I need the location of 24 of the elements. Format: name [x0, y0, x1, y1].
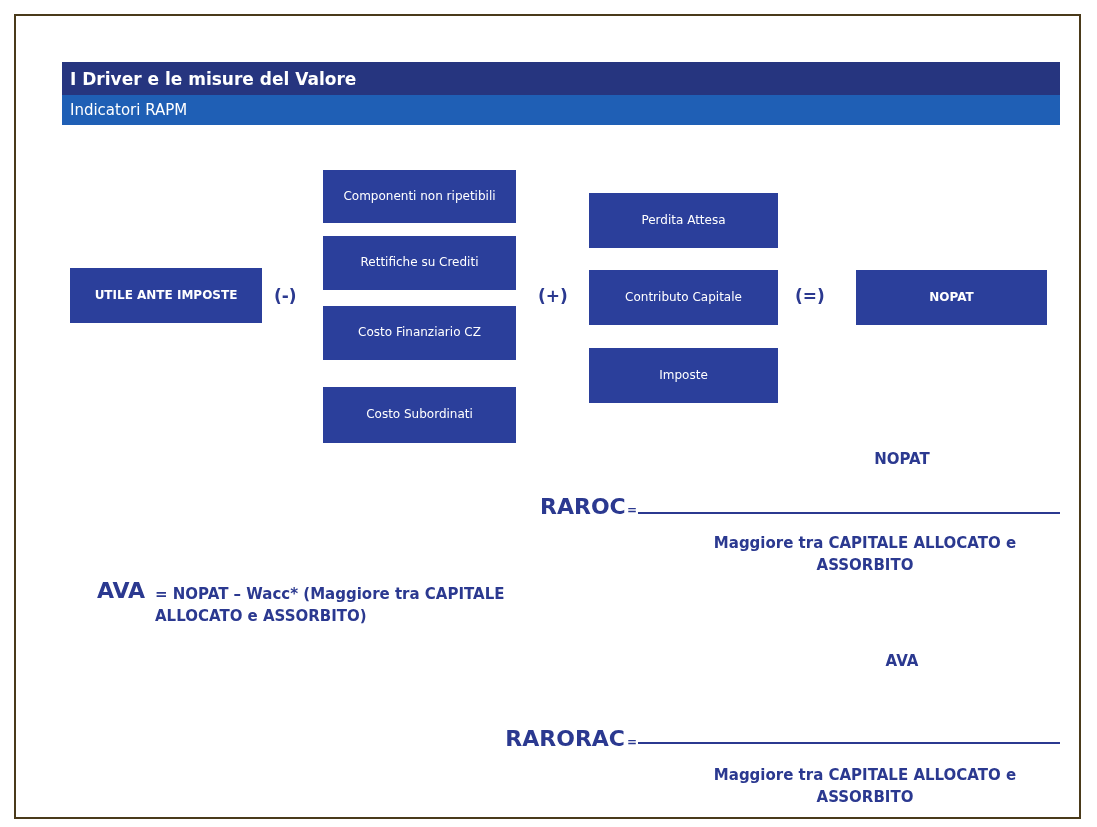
formula-name: RARORAC: [504, 726, 625, 751]
equals-text: =: [627, 503, 638, 517]
value-box: NOPAT: [856, 270, 1047, 325]
equals-sign: (=): [795, 286, 825, 306]
value-box: Contributo Capitale: [589, 270, 778, 325]
formula-name: RAROC: [540, 494, 625, 519]
minus-sign: (-): [274, 286, 297, 306]
value-box: Imposte: [589, 348, 778, 403]
denominator-text: Maggiore tra CAPITALE ALLOCATO e ASSORBITO: [712, 533, 1018, 576]
denominator-text: Maggiore tra CAPITALE ALLOCATO e ASSORBITO: [712, 765, 1018, 808]
formula-name: AVA: [97, 578, 146, 603]
plus-sign: (+): [538, 286, 568, 306]
numerator-text: AVA: [884, 652, 920, 670]
value-box: Costo Finanziario CZ: [323, 306, 516, 360]
formula-text: = NOPAT – Wacc* (Maggiore tra CAPITALE ALLOCATO e ASSORBITO): [155, 584, 506, 627]
value-box: Perdita Attesa: [589, 193, 778, 248]
value-box: Costo Subordinati: [323, 387, 516, 443]
slide-subtitle: Indicatori RAPM: [70, 101, 188, 119]
value-box: Rettifiche su Crediti: [323, 236, 516, 290]
equals-text: =: [627, 735, 638, 749]
numerator-text: NOPAT: [873, 450, 931, 468]
slide-title: I Driver e le misure del Valore: [70, 69, 357, 89]
value-box: UTILE ANTE IMPOSTE: [70, 268, 262, 323]
value-box: Componenti non ripetibili: [323, 170, 516, 223]
